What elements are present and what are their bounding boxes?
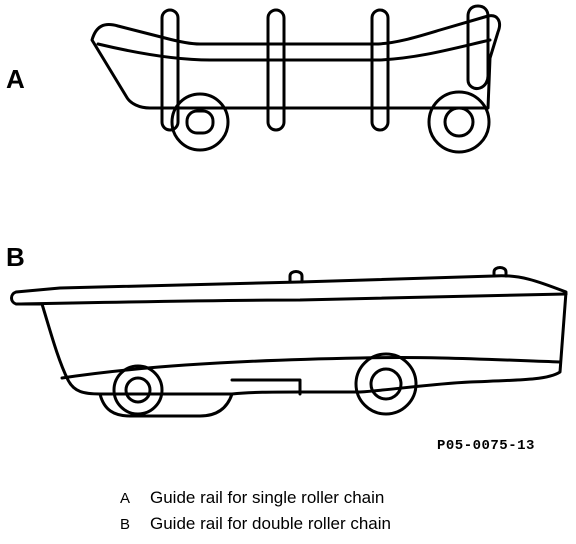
part-label-a: A — [6, 64, 25, 94]
rail-a-mounting-bosses — [170, 90, 491, 154]
legend-item-b: B Guide rail for double roller chain — [120, 514, 391, 540]
figure-code: P05-0075-13 — [437, 438, 535, 454]
rail-b-bottom-tab — [230, 378, 302, 396]
legend-text: Guide rail for double roller chain — [150, 514, 391, 533]
rail-b-lower-edge — [60, 355, 562, 380]
rail-b-inner-edge — [16, 292, 568, 306]
legend-key: A — [120, 490, 131, 507]
legend-text: Guide rail for single roller chain — [150, 488, 385, 507]
rail-b-mounting-bosses — [112, 352, 418, 416]
legend-item-a: A Guide rail for single roller chain — [120, 488, 391, 514]
guide-rail-single-drawing — [90, 4, 502, 154]
rail-b-top-tabs — [288, 266, 508, 284]
rail-b-body — [10, 274, 568, 396]
rail-a-inner-edge — [96, 38, 492, 62]
rail-a-body — [90, 14, 502, 110]
rail-a-ribs — [160, 4, 490, 132]
legend-key: B — [120, 516, 131, 533]
legend: A Guide rail for single roller chain B G… — [120, 488, 391, 540]
part-label-b: B — [6, 242, 25, 272]
rail-b-bottom-profile — [98, 392, 234, 418]
guide-rail-double-drawing — [10, 266, 568, 418]
